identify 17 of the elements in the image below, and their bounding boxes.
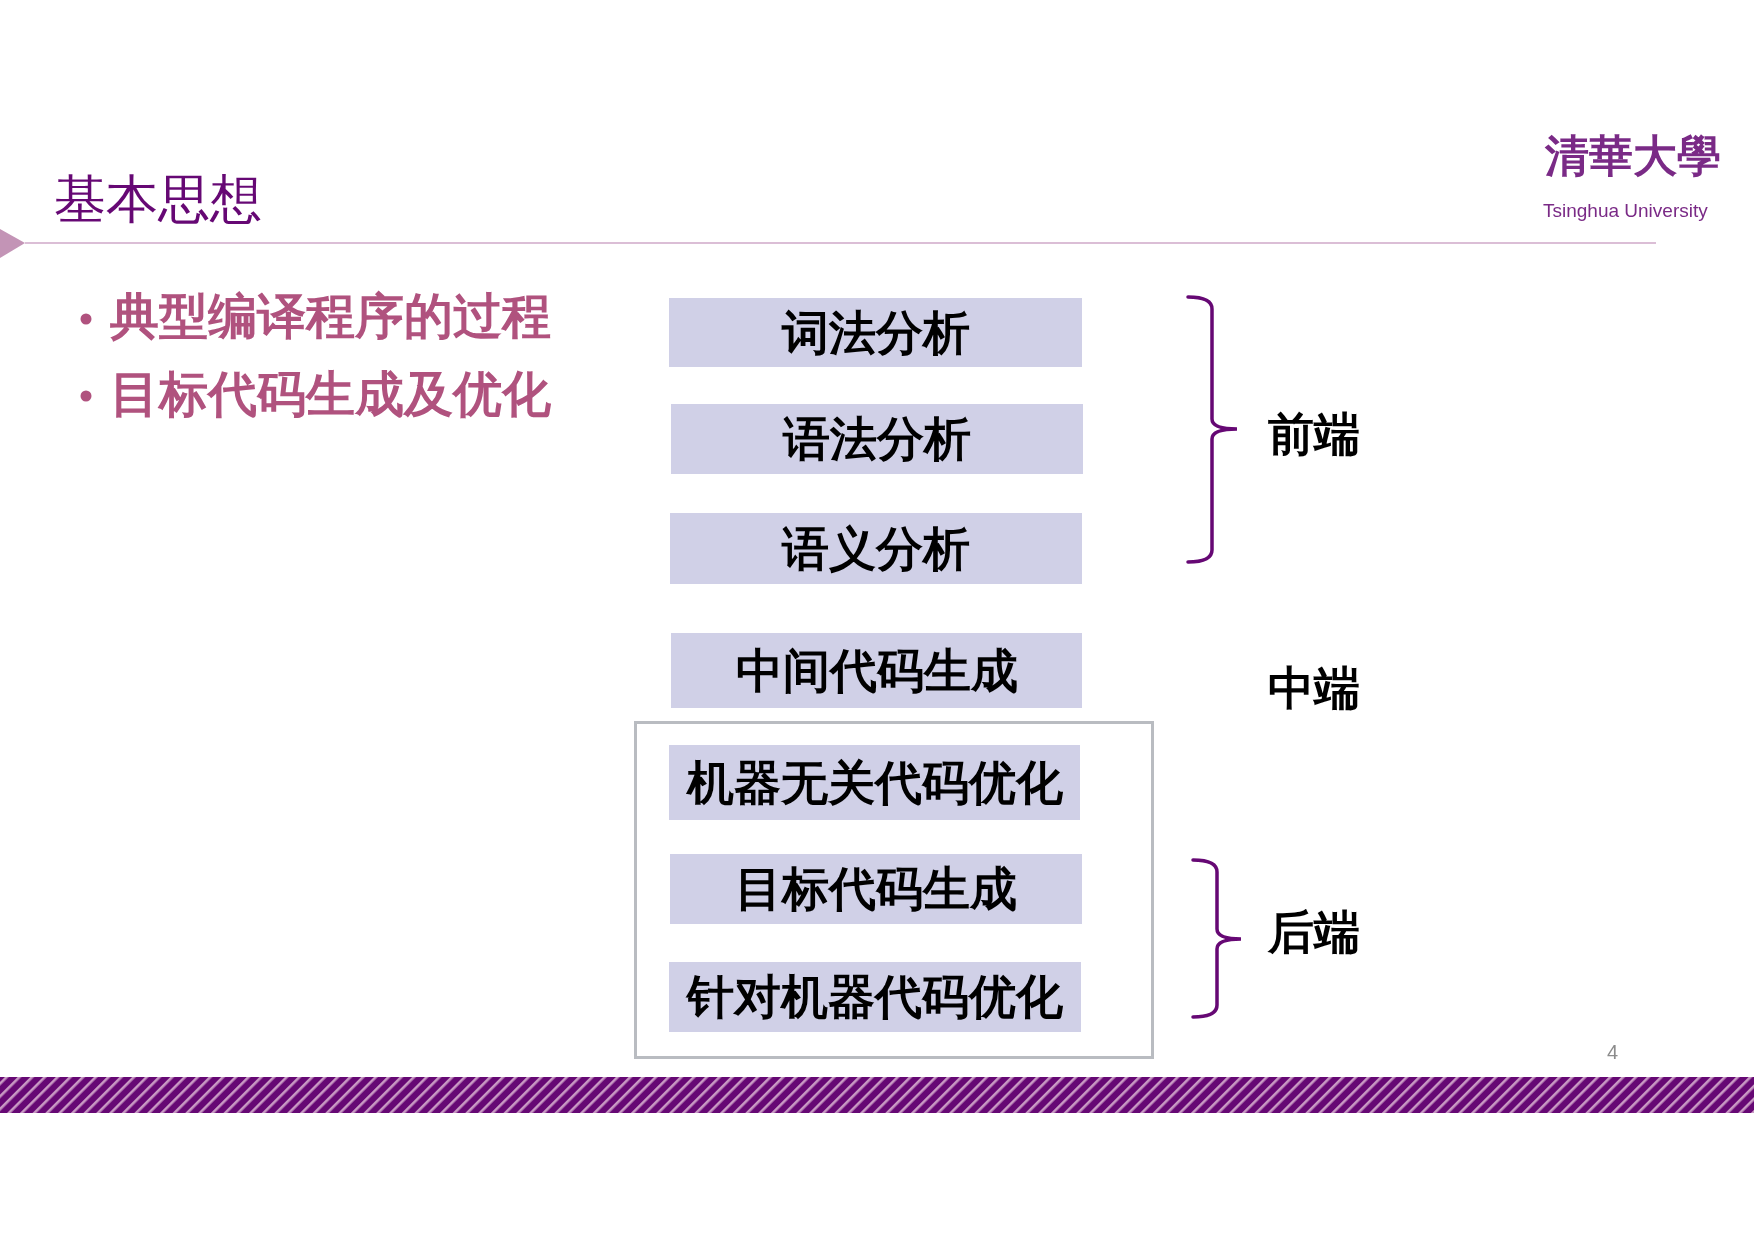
slide-title: 基本思想 (54, 173, 262, 225)
process-box: 针对机器代码优化 (669, 962, 1081, 1032)
bullet-text: 目标代码生成及优化 (110, 370, 551, 419)
process-box: 目标代码生成 (670, 854, 1082, 924)
process-box: 词法分析 (669, 298, 1082, 367)
stage-label: 中端 (1268, 665, 1360, 711)
process-box: 语义分析 (670, 513, 1082, 584)
stage-label: 前端 (1268, 411, 1360, 457)
stage-label: 后端 (1268, 909, 1360, 955)
group-frame (634, 721, 1154, 1059)
university-name: 清華大學 (1545, 134, 1721, 178)
process-box: 语法分析 (671, 404, 1083, 474)
bullet-text: 典型编译程序的过程 (110, 292, 551, 341)
page-number: 4 (1607, 1042, 1619, 1062)
process-box: 中间代码生成 (671, 633, 1082, 708)
university-name: Tsinghua University (1543, 201, 1708, 220)
process-box: 机器无关代码优化 (669, 745, 1080, 820)
